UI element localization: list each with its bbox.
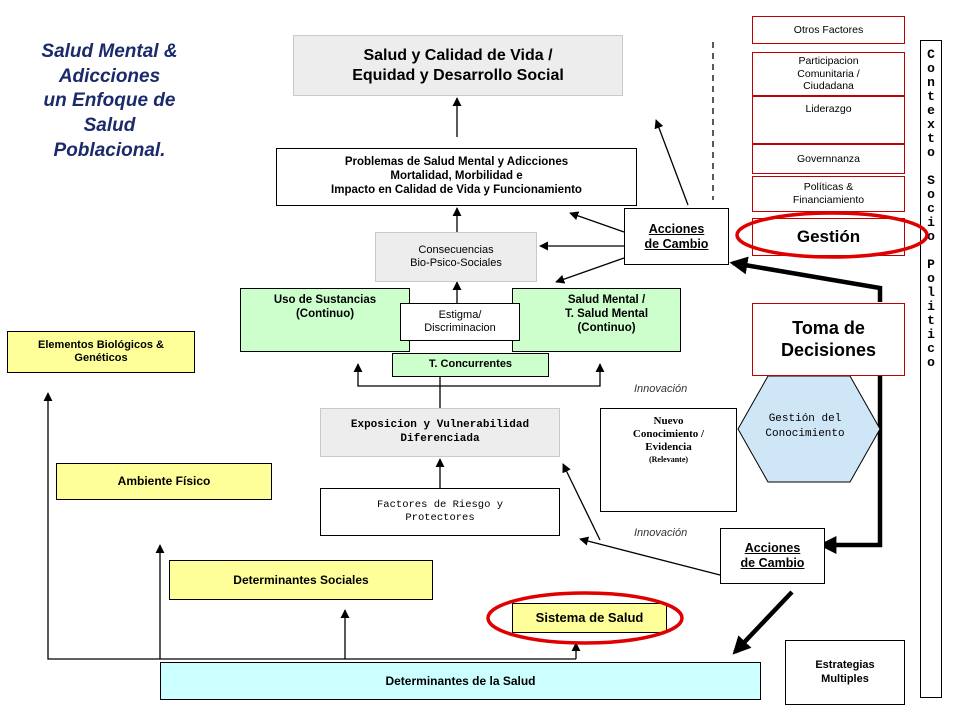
decision-making-box: Toma de Decisiones [752,303,905,376]
stigma-box: Estigma/ Discriminacion [400,303,520,341]
concurrent-box: T. Concurrentes [392,353,549,377]
context-vertical-box: Contexto Socio Politico [920,40,942,698]
other-factors-header: Otros Factores [752,16,905,44]
arrow-actions-to-problems [569,211,625,233]
arrow-newknowledge-to-exposure [562,463,601,541]
health-system-box: Sistema de Salud [512,603,667,633]
health-determinants-box: Determinantes de la Salud [160,662,761,700]
actions-bottom-box: Acciones de Cambio [720,528,825,584]
thick-arrow-to-determinants [732,590,794,655]
knowledge-mgmt-label: Gestión del Conocimiento [765,413,845,441]
biological-box: Elementos Biológicos & Genéticos [7,331,195,373]
innovation-label-top: Innovación [634,383,688,395]
management-box: Gestión [752,218,905,256]
arrow-actions-up [654,119,689,206]
mental-health-box: Salud Mental / T. Salud Mental (Continuo… [512,288,681,352]
leadership-box: Liderazgo [752,96,905,144]
exposure-box: Exposicion y Vulnerabilidad Diferenciada [320,408,560,457]
strategies-box: Estrategias Multiples [785,640,905,705]
arrow-actions-to-risk [579,536,721,576]
substance-use-box: Uso de Sustancias (Continuo) [240,288,410,352]
actions-top-box: Acciones de Cambio [624,208,729,265]
thick-arrow-to-actions [818,375,883,554]
consequences-box: Consecuencias Bio-Psico-Sociales [375,232,537,282]
new-knowledge-box: Nuevo Conocimiento / Evidencia (Relevant… [600,408,737,512]
arrow-actions-to-mental [555,257,625,284]
diagram-title: Salud Mental & Adicciones un Enfoque de … [41,41,178,161]
arrow-to-biological [43,392,160,660]
goal-box: Salud y Calidad de Vida / Equidad y Desa… [293,35,623,96]
splitter-lines [353,363,441,408]
innovation-label-bottom: Innovación [634,527,688,539]
problems-box: Problemas de Salud Mental y Adicciones M… [276,148,637,206]
risk-factors-box: Factores de Riesgo y Protectores [320,488,560,536]
social-determinants-box: Determinantes Sociales [169,560,433,600]
policies-box: Políticas & Financiamiento [752,176,905,212]
governance-box: Governnanza [752,144,905,174]
participation-box: Participacion Comunitaria / Ciudadana [752,52,905,96]
physical-env-box: Ambiente Físico [56,463,272,500]
thick-arrow-to-management [729,256,883,302]
